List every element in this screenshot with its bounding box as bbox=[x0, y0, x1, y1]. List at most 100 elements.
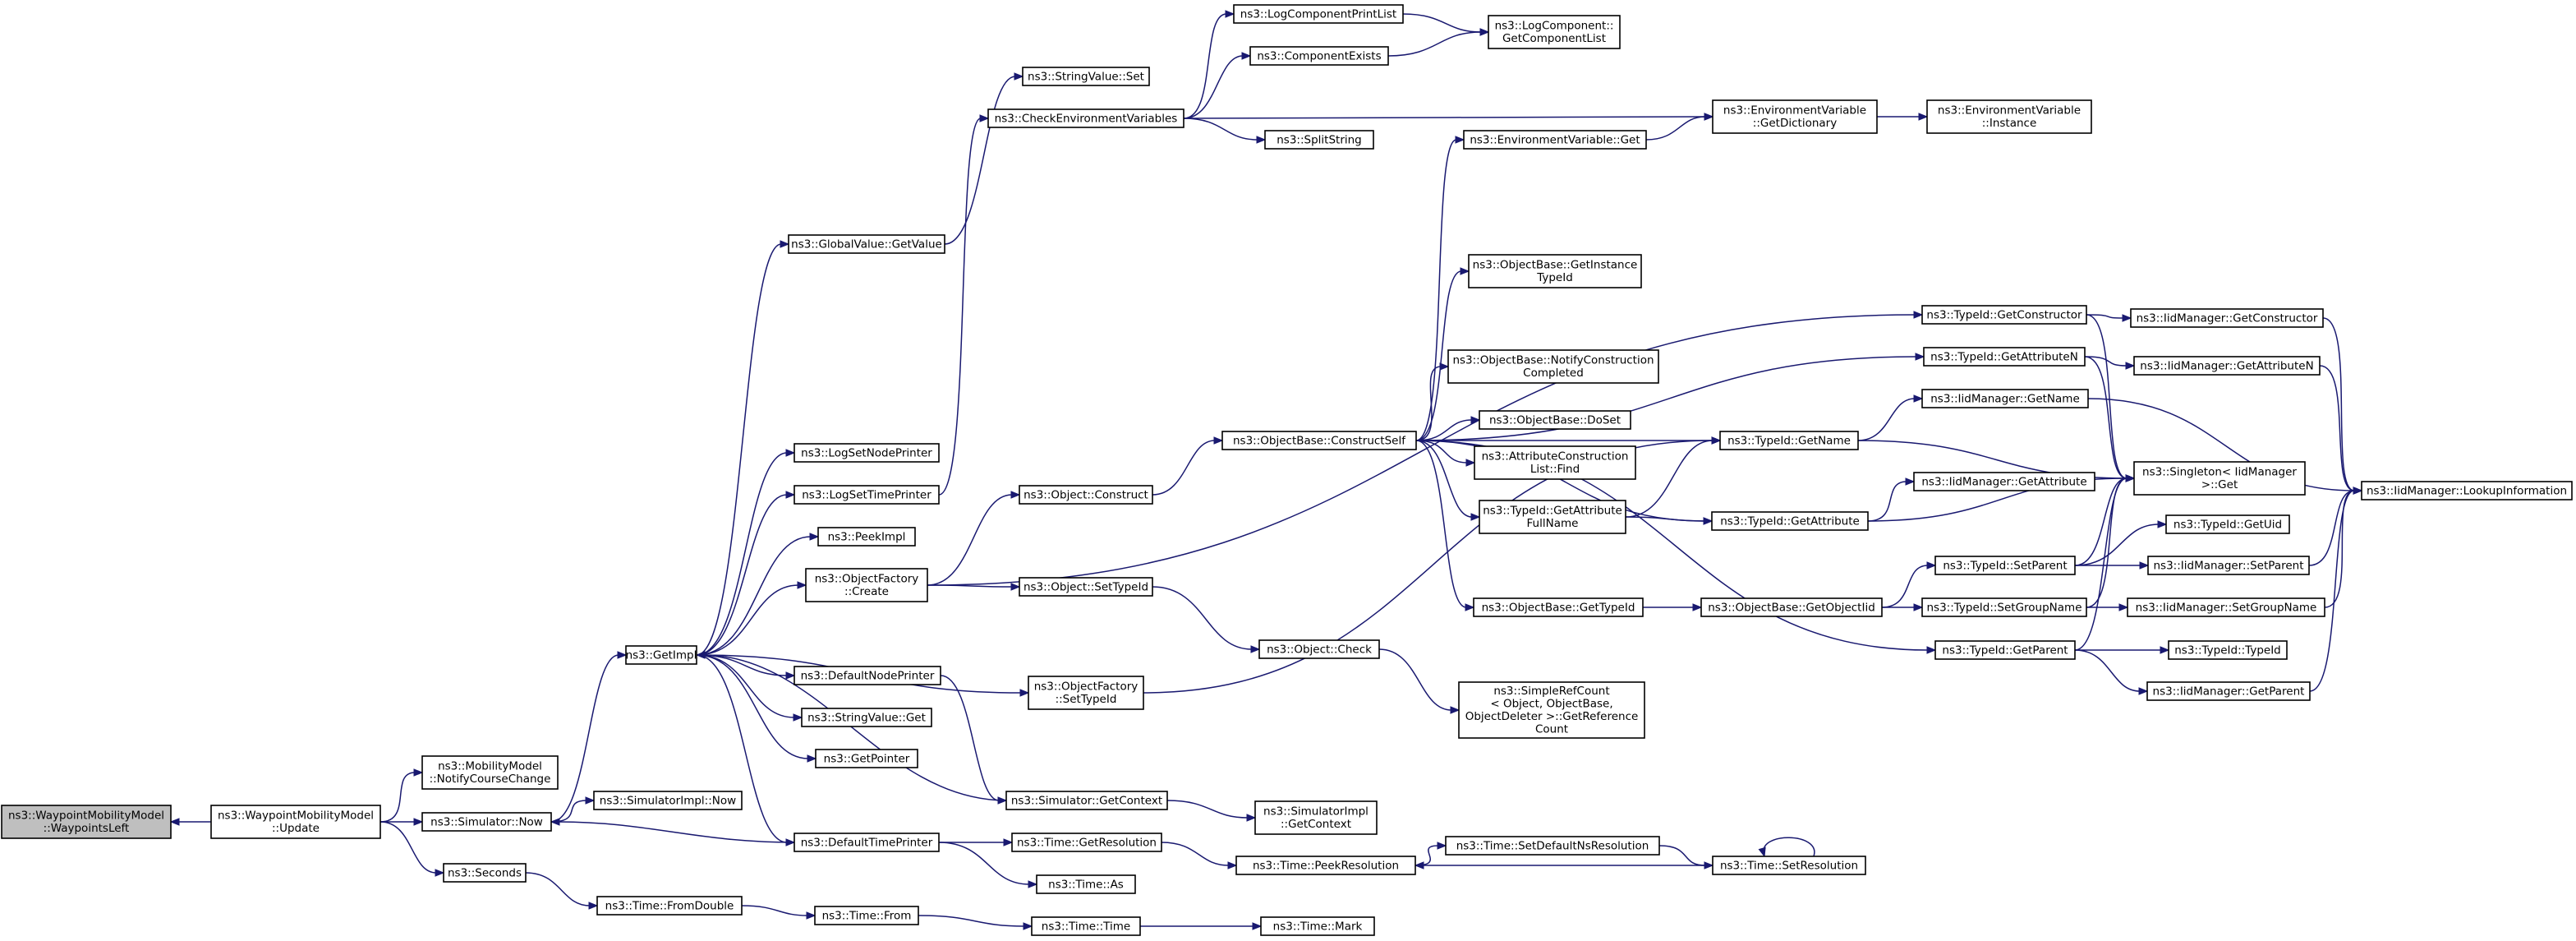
node-box[interactable] bbox=[788, 234, 945, 254]
node-obj-settypeid[interactable]: ns3::Object::SetTypeId bbox=[1019, 577, 1153, 597]
node-box[interactable] bbox=[1700, 597, 1883, 617]
node-box[interactable] bbox=[1479, 500, 1626, 534]
node-logsetnodeprinter[interactable]: ns3::LogSetNodePrinter bbox=[794, 443, 940, 463]
node-box[interactable] bbox=[2133, 461, 2306, 496]
node-box[interactable] bbox=[805, 568, 928, 602]
node-tid-setparent[interactable]: ns3::TypeId::SetParent bbox=[1934, 556, 2076, 575]
node-tid-typeid[interactable]: ns3::TypeId::TypeId bbox=[2168, 640, 2288, 660]
node-time-setresolution[interactable]: ns3::Time::SetResolution bbox=[1712, 856, 1866, 875]
node-box[interactable] bbox=[1022, 67, 1150, 86]
node-sv-get[interactable]: ns3::StringValue::Get bbox=[801, 708, 932, 727]
node-getpointer[interactable]: ns3::GetPointer bbox=[815, 749, 918, 768]
node-time-from[interactable]: ns3::Time::From bbox=[814, 906, 919, 925]
node-box[interactable] bbox=[1019, 577, 1153, 597]
node-sim-getcontext[interactable]: ns3::Simulator::GetContext bbox=[1005, 791, 1168, 810]
node-box[interactable] bbox=[1712, 99, 1878, 134]
node-box[interactable] bbox=[794, 485, 940, 505]
node-obj-construct[interactable]: ns3::Object::Construct bbox=[1019, 485, 1153, 505]
node-simplerefcount[interactable]: ns3::SimpleRefCount< Object, ObjectBase,… bbox=[1458, 681, 1645, 739]
node-lc-getcomponentlist[interactable]: ns3::LogComponent::GetComponentList bbox=[1488, 15, 1621, 49]
node-box[interactable] bbox=[1923, 347, 2086, 367]
node-box[interactable] bbox=[1445, 836, 1660, 856]
node-box[interactable] bbox=[421, 812, 552, 832]
node-wml-update[interactable]: ns3::WaypointMobilityModel::Update bbox=[210, 805, 381, 839]
node-box[interactable] bbox=[817, 527, 916, 547]
node-time-setdefaultns[interactable]: ns3::Time::SetDefaultNsResolution bbox=[1445, 836, 1660, 856]
node-box[interactable] bbox=[1249, 46, 1389, 66]
node-box[interactable] bbox=[1005, 791, 1168, 810]
node-iid-getconstructor[interactable]: ns3::IidManager::GetConstructor bbox=[2130, 308, 2324, 328]
node-iid-lookupinformation[interactable]: ns3::IidManager::LookupInformation bbox=[2361, 481, 2573, 500]
node-iid-getname[interactable]: ns3::IidManager::GetName bbox=[1921, 389, 2089, 408]
node-ev-instance[interactable]: ns3::EnvironmentVariable::Instance bbox=[1926, 99, 2092, 134]
node-tid-getparent[interactable]: ns3::TypeId::GetParent bbox=[1934, 640, 2076, 660]
node-box[interactable] bbox=[2130, 308, 2324, 328]
node-mm-notify[interactable]: ns3::MobilityModel::NotifyCourseChange bbox=[421, 755, 559, 790]
node-logcomponentprintlist[interactable]: ns3::LogComponentPrintList bbox=[1233, 4, 1404, 24]
node-time-as[interactable]: ns3::Time::As bbox=[1036, 874, 1136, 894]
node-time-mark[interactable]: ns3::Time::Mark bbox=[1260, 916, 1375, 936]
node-box[interactable] bbox=[1235, 856, 1416, 875]
node-box[interactable] bbox=[421, 755, 559, 790]
node-ev-get[interactable]: ns3::EnvironmentVariable::Get bbox=[1463, 130, 1647, 150]
node-obj-check[interactable]: ns3::Object::Check bbox=[1258, 639, 1380, 659]
node-ob-gettypeid[interactable]: ns3::ObjectBase::GetTypeId bbox=[1473, 597, 1644, 617]
node-box[interactable] bbox=[1, 805, 172, 839]
node-box[interactable] bbox=[2147, 556, 2310, 575]
node-box[interactable] bbox=[1260, 916, 1375, 936]
node-simimpl-now[interactable]: ns3::SimulatorImpl::Now bbox=[593, 791, 743, 810]
node-ob-constructself[interactable]: ns3::ObjectBase::ConstructSelf bbox=[1221, 431, 1417, 450]
node-wml-waypointsleft[interactable]: ns3::WaypointMobilityModel::WaypointsLef… bbox=[1, 805, 172, 839]
node-iid-getattribute[interactable]: ns3::IidManager::GetAttribute bbox=[1913, 472, 2095, 491]
node-box[interactable] bbox=[1488, 15, 1621, 49]
node-simimpl-getcontext[interactable]: ns3::SimulatorImpl::GetContext bbox=[1254, 800, 1378, 835]
node-box[interactable] bbox=[1264, 130, 1374, 150]
node-box[interactable] bbox=[1473, 597, 1644, 617]
node-box[interactable] bbox=[2127, 597, 2325, 617]
node-tid-getattribute[interactable]: ns3::TypeId::GetAttribute bbox=[1711, 511, 1869, 531]
node-getimpl[interactable]: ns3::GetImpl bbox=[625, 645, 697, 665]
node-defaulttimeprinter[interactable]: ns3::DefaultTimePrinter bbox=[794, 833, 940, 852]
node-box[interactable] bbox=[1233, 4, 1404, 24]
node-iid-setparent[interactable]: ns3::IidManager::SetParent bbox=[2147, 556, 2310, 575]
node-box[interactable] bbox=[1921, 305, 2087, 325]
node-box[interactable] bbox=[1458, 681, 1645, 739]
node-time-getresolution[interactable]: ns3::Time::GetResolution bbox=[1011, 833, 1162, 852]
node-iid-getattributen[interactable]: ns3::IidManager::GetAttributeN bbox=[2133, 356, 2321, 376]
node-box[interactable] bbox=[1719, 431, 1859, 450]
node-box[interactable] bbox=[2168, 640, 2288, 660]
node-tid-setgroupname[interactable]: ns3::TypeId::SetGroupName bbox=[1921, 597, 2087, 617]
node-ev-getdictionary[interactable]: ns3::EnvironmentVariable::GetDictionary bbox=[1712, 99, 1878, 134]
node-logsettimeprinter[interactable]: ns3::LogSetTimePrinter bbox=[794, 485, 940, 505]
node-iid-setgroupname[interactable]: ns3::IidManager::SetGroupName bbox=[2127, 597, 2325, 617]
node-componentexists[interactable]: ns3::ComponentExists bbox=[1249, 46, 1389, 66]
node-box[interactable] bbox=[443, 863, 527, 883]
node-box[interactable] bbox=[1926, 99, 2092, 134]
node-box[interactable] bbox=[794, 443, 940, 463]
node-box[interactable] bbox=[1254, 800, 1378, 835]
node-box[interactable] bbox=[2133, 356, 2321, 376]
node-box[interactable] bbox=[2146, 681, 2311, 701]
node-seconds[interactable]: ns3::Seconds bbox=[443, 863, 527, 883]
node-tid-getuid[interactable]: ns3::TypeId::GetUid bbox=[2165, 514, 2290, 534]
node-box[interactable] bbox=[1921, 597, 2087, 617]
node-box[interactable] bbox=[2165, 514, 2290, 534]
node-box[interactable] bbox=[1913, 472, 2095, 491]
node-box[interactable] bbox=[1019, 485, 1153, 505]
node-box[interactable] bbox=[1712, 856, 1866, 875]
node-singleton-get[interactable]: ns3::Singleton< IidManager>::Get bbox=[2133, 461, 2306, 496]
node-box[interactable] bbox=[596, 896, 743, 916]
node-ob-doset[interactable]: ns3::ObjectBase::DoSet bbox=[1479, 410, 1631, 430]
node-box[interactable] bbox=[1468, 254, 1642, 288]
node-box[interactable] bbox=[794, 666, 941, 685]
node-time-fromdouble[interactable]: ns3::Time::FromDouble bbox=[596, 896, 743, 916]
node-defaultnodeprinter[interactable]: ns3::DefaultNodePrinter bbox=[794, 666, 941, 685]
node-box[interactable] bbox=[593, 791, 743, 810]
node-box[interactable] bbox=[801, 708, 932, 727]
node-box[interactable] bbox=[625, 645, 697, 665]
node-ob-notifyconstruction[interactable]: ns3::ObjectBase::NotifyConstructionCompl… bbox=[1447, 349, 1659, 384]
node-box[interactable] bbox=[794, 833, 940, 852]
node-box[interactable] bbox=[1934, 640, 2076, 660]
